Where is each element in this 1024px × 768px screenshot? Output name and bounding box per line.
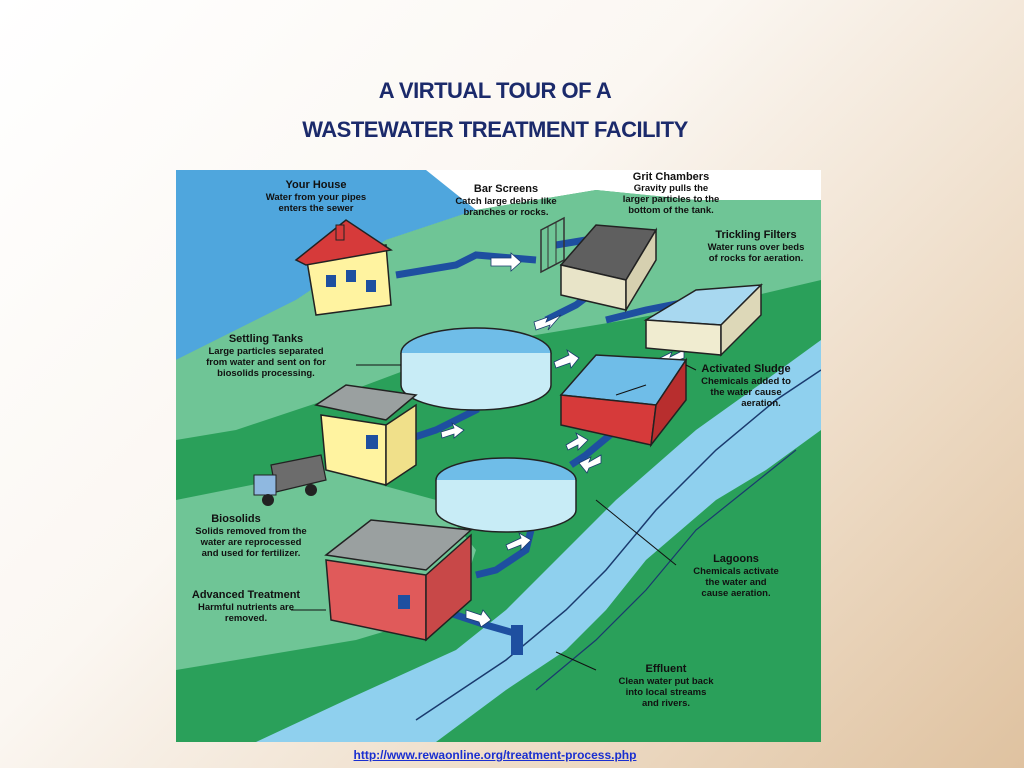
label-biosolids: Biosolids Solids removed from the water … [195,513,306,559]
svg-text:Clean water put back: Clean water put back [618,676,714,687]
svg-text:Chemicals activate: Chemicals activate [693,566,779,577]
svg-text:Large particles separated: Large particles separated [208,346,323,357]
svg-text:Chemicals added to: Chemicals added to [701,376,791,387]
svg-text:removed.: removed. [225,613,267,624]
svg-text:water are reprocessed: water are reprocessed [200,537,302,548]
svg-text:Water runs over beds: Water runs over beds [708,242,805,253]
svg-text:and used for fertilizer.: and used for fertilizer. [202,548,301,559]
effluent-outfall-illustration [511,625,523,655]
svg-text:Advanced Treatment: Advanced Treatment [192,589,301,601]
label-advanced-treatment: Advanced Treatment Harmful nutrients are… [192,589,301,624]
svg-text:Harmful nutrients are: Harmful nutrients are [198,602,294,613]
svg-text:into local streams: into local streams [626,687,707,698]
label-trickling-filters: Trickling Filters Water runs over beds o… [708,229,805,264]
svg-text:Activated Sludge: Activated Sludge [701,363,790,375]
truck-illustration [253,454,327,506]
svg-text:Gravity pulls the: Gravity pulls the [634,183,708,194]
svg-text:Effluent: Effluent [646,663,687,675]
svg-text:Solids removed from the: Solids removed from the [195,526,306,537]
pipe-house-to-screen [395,251,537,279]
svg-text:branches or rocks.: branches or rocks. [463,207,548,218]
svg-text:Your House: Your House [286,179,347,191]
svg-text:Water from your pipes: Water from your pipes [266,192,366,203]
svg-text:Lagoons: Lagoons [713,553,759,565]
leader-lines [291,364,697,671]
svg-text:and rivers.: and rivers. [642,698,690,709]
svg-text:cause aeration.: cause aeration. [701,588,770,599]
biosolids-building-illustration [314,384,418,487]
svg-text:the water cause: the water cause [710,387,781,398]
svg-text:Catch large debris like: Catch large debris like [455,196,556,207]
svg-text:Settling Tanks: Settling Tanks [229,333,303,345]
pipe-sludge-to-lagoon [569,427,619,468]
house-illustration [294,219,393,316]
svg-text:aeration.: aeration. [741,398,781,409]
trickling-filter-illustration [643,283,763,357]
svg-text:Trickling Filters: Trickling Filters [715,229,796,241]
source-link[interactable]: http://www.rewaonline.org/treatment-proc… [353,748,637,762]
wastewater-diagram: Your House Water from your pipes enters … [176,170,821,742]
svg-text:larger particles to the: larger particles to the [623,194,720,205]
svg-text:Bar Screens: Bar Screens [474,183,538,195]
svg-text:the water and: the water and [705,577,766,588]
grit-chamber-illustration [559,224,658,313]
label-lagoons: Lagoons Chemicals activate the water and… [693,553,779,599]
label-activated-sludge: Activated Sludge Chemicals added to the … [701,363,791,409]
svg-text:from water and sent on for: from water and sent on for [206,357,326,368]
label-settling-tanks: Settling Tanks Large particles separated… [206,333,326,379]
bar-screen-illustration [540,216,565,274]
label-effluent: Effluent Clean water put back into local… [618,663,714,709]
advanced-treatment-building-illustration [324,519,473,642]
svg-text:biosolids processing.: biosolids processing. [217,368,315,379]
svg-text:enters the sewer: enters the sewer [279,203,354,214]
title-line-2: WASTEWATER TREATMENT FACILITY [302,117,688,142]
lagoon-illustration [435,457,577,533]
label-your-house: Your House Water from your pipes enters … [266,179,366,214]
svg-text:Biosolids: Biosolids [211,513,261,525]
activated-sludge-illustration [559,354,688,448]
svg-text:of rocks for aeration.: of rocks for aeration. [709,253,804,264]
svg-text:bottom of the tank.: bottom of the tank. [628,205,714,216]
light-grass [176,190,821,440]
label-bar-screens: Bar Screens Catch large debris like bran… [455,183,556,218]
title-line-1: A VIRTUAL TOUR OF A [378,78,612,103]
settling-tank-illustration [400,327,552,411]
river [256,340,821,742]
svg-text:Grit Chambers: Grit Chambers [633,171,709,183]
label-grit-chambers: Grit Chambers Gravity pulls the larger p… [623,171,720,216]
